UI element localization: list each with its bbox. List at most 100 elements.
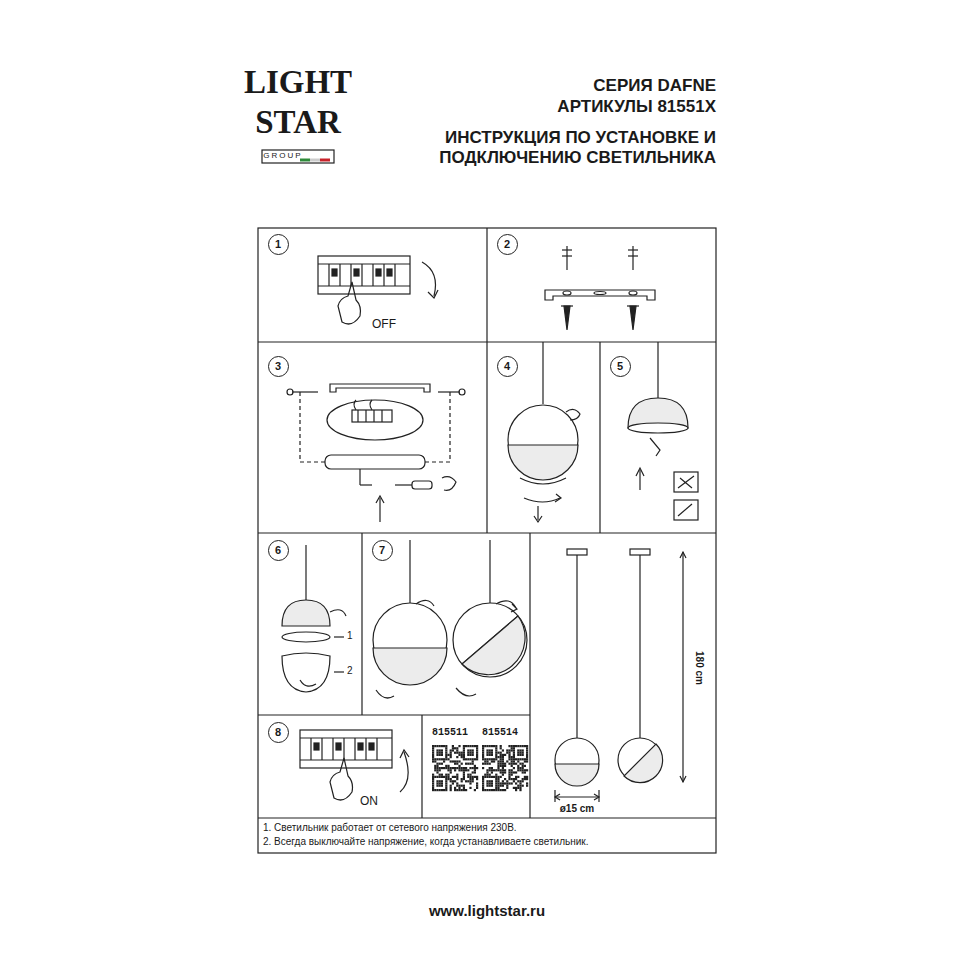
qr-module <box>445 765 447 767</box>
qr-module <box>441 767 443 769</box>
lamp-assembly <box>282 545 346 692</box>
qr-module <box>508 769 510 771</box>
qr-module <box>463 769 465 771</box>
qr-module <box>500 769 502 771</box>
qr-module <box>461 789 463 791</box>
qr-module <box>497 776 499 778</box>
qr-module <box>482 758 484 760</box>
switch-state: OFF <box>372 318 396 332</box>
qr-module <box>482 745 484 747</box>
qr-module <box>436 782 438 784</box>
qr-module <box>441 776 443 778</box>
qr-module <box>489 767 491 769</box>
qr-module <box>436 758 438 760</box>
qr-module <box>511 747 513 749</box>
qr-module <box>517 758 519 760</box>
qr-module <box>508 776 510 778</box>
qr-module <box>476 785 478 787</box>
qr-module <box>461 752 463 754</box>
qr-module <box>504 769 506 771</box>
qr-module <box>463 789 465 791</box>
qr-module <box>497 756 499 758</box>
qr-module <box>450 778 452 780</box>
qr-module <box>445 782 447 784</box>
qr-module <box>476 752 478 754</box>
mounting-bracket <box>545 290 655 300</box>
qr-module <box>524 769 526 771</box>
qr-module <box>511 765 513 767</box>
qr-module <box>463 747 465 749</box>
qr-module <box>508 758 510 760</box>
qr-module <box>526 758 528 760</box>
qr-module <box>489 785 491 787</box>
qr-module <box>469 782 471 784</box>
qr-module <box>497 769 499 771</box>
qr-module <box>482 776 484 778</box>
qr-module <box>526 754 528 756</box>
pendant-lamp <box>373 540 527 698</box>
qr-module <box>482 789 484 791</box>
series-name: СЕРИЯ DAFNE <box>593 76 716 96</box>
qr-module <box>486 782 488 784</box>
qr-module <box>434 776 436 778</box>
qr-module <box>463 754 465 756</box>
qr-module <box>465 767 467 769</box>
qr-module <box>456 782 458 784</box>
qr-module <box>519 758 521 760</box>
qr-module <box>443 776 445 778</box>
qr-module <box>456 778 458 780</box>
qr-module <box>447 778 449 780</box>
qr-module <box>489 745 491 747</box>
qr-module <box>461 767 463 769</box>
qr-module <box>432 782 434 784</box>
qr-module <box>495 778 497 780</box>
qr-module <box>469 745 471 747</box>
qr-module <box>515 771 517 773</box>
qr-module <box>482 782 484 784</box>
qr-module <box>522 754 524 756</box>
qr-module <box>506 752 508 754</box>
qr-module <box>526 760 528 762</box>
qr-module <box>524 758 526 760</box>
qr-module <box>508 782 510 784</box>
qr-module <box>467 769 469 771</box>
qr-module <box>502 789 504 791</box>
qr-module <box>476 767 478 769</box>
qr-module <box>445 747 447 749</box>
hand <box>338 282 361 324</box>
step-label: 1 <box>275 239 281 250</box>
step-label: 5 <box>617 361 623 372</box>
qr-module <box>524 778 526 780</box>
qr-module <box>467 780 469 782</box>
qr-module <box>506 785 508 787</box>
qr-module <box>463 771 465 773</box>
qr-module <box>493 758 495 760</box>
qr-module <box>461 754 463 756</box>
qr-module <box>522 758 524 760</box>
qr-module <box>495 754 497 756</box>
logo-text: STAR <box>255 104 341 142</box>
hand <box>330 758 353 800</box>
qr-module <box>508 771 510 773</box>
qr-module <box>497 763 499 765</box>
qr-module <box>467 774 469 776</box>
qr-module <box>497 752 499 754</box>
qr-module <box>489 780 491 782</box>
qr-module <box>450 752 452 754</box>
canopy-mount <box>287 384 465 522</box>
qr-module <box>502 782 504 784</box>
qr-module <box>489 789 491 791</box>
qr-module <box>450 789 452 791</box>
qr-module <box>463 785 465 787</box>
qr-module <box>434 765 436 767</box>
qr-module <box>432 776 434 778</box>
qr-module <box>454 769 456 771</box>
qr-module <box>495 780 497 782</box>
qr-module <box>526 776 528 778</box>
qr-module <box>500 785 502 787</box>
qr-module <box>513 758 515 760</box>
qr-module <box>445 754 447 756</box>
logo-flag <box>310 159 320 162</box>
qr-module <box>458 787 460 789</box>
qr-module <box>456 747 458 749</box>
